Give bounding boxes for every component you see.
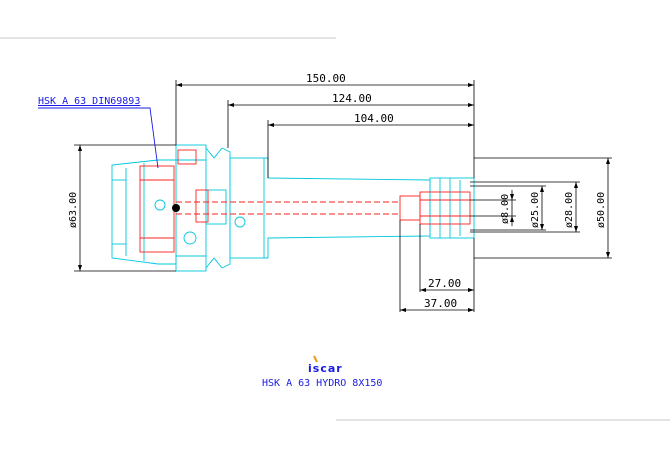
sheet-border (0, 37, 670, 421)
dim-bore-depth: 37.00 (424, 297, 457, 310)
center-mark (172, 204, 180, 212)
dim-flange-diameter: ø63.00 (68, 192, 79, 228)
dim-length-124: 124.00 (332, 92, 372, 105)
hidden-features (139, 149, 471, 253)
dim-clamp-length: 27.00 (428, 277, 461, 290)
iscar-logo: iscar (308, 355, 343, 375)
dimension-lines (74, 80, 612, 312)
dim-diameter-28: ø28.00 (564, 192, 575, 228)
svg-text:iscar: iscar (308, 362, 343, 375)
drawing-title: HSK A 63 HYDRO 8X150 (262, 378, 382, 389)
part-note: HSK A 63 DIN69893 (38, 96, 140, 107)
part-note-leader (38, 107, 159, 169)
dim-length-104: 104.00 (354, 112, 394, 125)
dim-diameter-25: ø25.00 (530, 192, 541, 228)
dim-overall-length: 150.00 (306, 72, 346, 85)
dim-diameter-50: ø50.00 (596, 192, 607, 228)
tool-outline (111, 144, 475, 272)
dim-bore-diameter: ø8.00 (500, 194, 511, 224)
